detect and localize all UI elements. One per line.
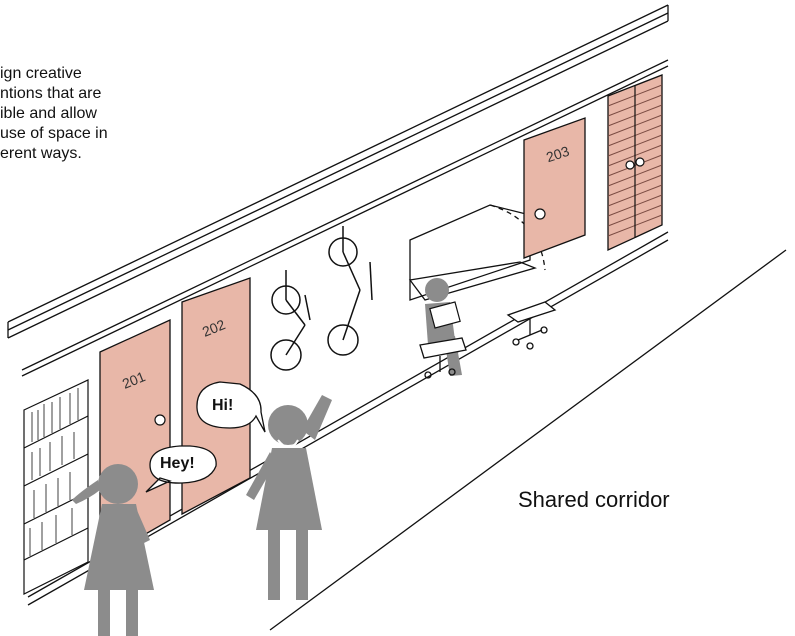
caption-line: ign creative xyxy=(0,65,82,82)
girl-person xyxy=(72,464,154,636)
speech-bubble-hi xyxy=(196,381,266,433)
waving-person xyxy=(246,395,332,600)
caption-line: erent ways. xyxy=(0,145,82,162)
caption-line: ible and allow xyxy=(0,105,97,122)
caption-line: use of space in xyxy=(0,125,108,142)
corridor-floor-edge xyxy=(269,249,787,631)
storage-double-door[interactable] xyxy=(607,74,663,252)
bookshelf xyxy=(23,379,89,595)
seated-person xyxy=(419,278,467,379)
speech-hey-text: Hey! xyxy=(160,455,195,472)
door-203-knob[interactable] xyxy=(534,208,546,220)
caption-line: ntions that are xyxy=(0,85,102,102)
speech-bubble-hey xyxy=(145,445,217,493)
corridor-label: Shared corridor xyxy=(518,487,670,512)
door-201-knob[interactable] xyxy=(154,414,166,426)
wall-top-rail xyxy=(7,4,669,339)
speech-hi-text: Hi! xyxy=(212,397,234,414)
door-203[interactable] xyxy=(523,117,586,259)
wall-bicycles xyxy=(270,226,373,371)
design-caption: ign creative ntions that are ible and al… xyxy=(0,64,170,164)
wall-mid-rail xyxy=(21,59,669,377)
office-chair xyxy=(506,301,557,350)
